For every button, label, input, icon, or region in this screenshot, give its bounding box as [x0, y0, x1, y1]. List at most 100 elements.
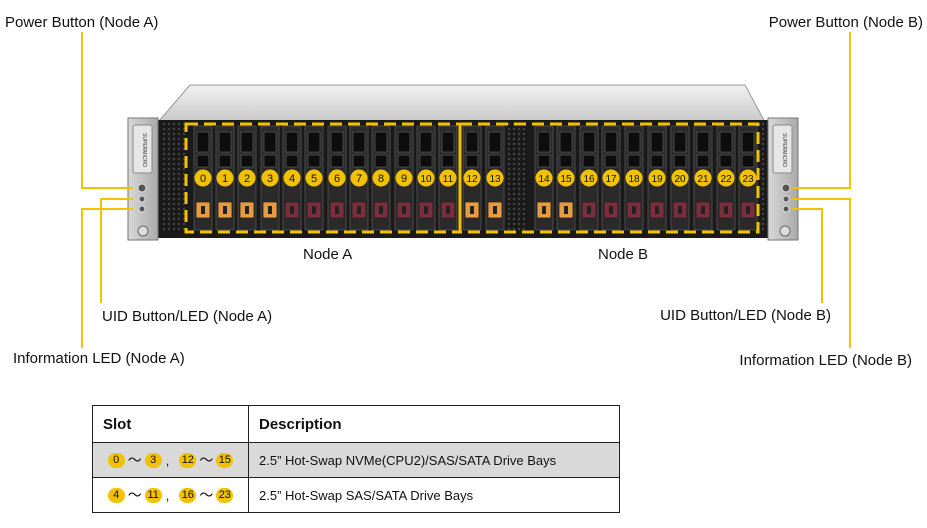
- leader-power-a: [81, 32, 133, 189]
- description-cell: 2.5” Hot-Swap NVMe(CPU2)/SAS/SATA Drive …: [248, 442, 620, 478]
- bay-number-badge: [194, 169, 212, 187]
- leader-uid-b: [792, 208, 823, 303]
- node-b-label: Node B: [598, 246, 649, 263]
- slot-badge: 16: [179, 487, 197, 503]
- svg-text:SUPERMICRO: SUPERMICRO: [781, 133, 787, 167]
- slot-cell: 0～3,12～15: [92, 442, 249, 478]
- slot-badge: 0: [107, 452, 125, 468]
- drive-bay: 0: [193, 125, 213, 231]
- slot-badge: 23: [216, 487, 234, 503]
- leader-info-a: [81, 208, 133, 348]
- bay-number-badge: [439, 169, 457, 187]
- bay-number-badge: [216, 169, 234, 187]
- bay-number-badge: [717, 169, 735, 187]
- bay-number-label: 0: [200, 173, 206, 185]
- callout-power-button-node-b: Power Button (Node B): [768, 14, 923, 31]
- bay-number-badge: [305, 169, 323, 187]
- table-row: 0～3,12～15 2.5” Hot-Swap NVMe(CPU2)/SAS/S…: [92, 442, 620, 478]
- drive-bay: 16: [579, 125, 599, 231]
- rack-ear-left: SUPERMICRO: [127, 117, 159, 241]
- drive-bay: 11: [438, 125, 458, 231]
- table-row: 4～11,16～23 2.5” Hot-Swap SAS/SATA Drive …: [92, 477, 620, 513]
- bay-number-badge: [602, 169, 620, 187]
- leader-uid-a: [100, 198, 133, 303]
- bay-number-label: 5: [311, 173, 317, 185]
- slot-badge: 12: [179, 452, 197, 468]
- bay-number-badge: [535, 169, 553, 187]
- description-cell: 2.5” Hot-Swap SAS/SATA Drive Bays: [248, 477, 620, 513]
- bay-number-label: 1: [222, 173, 228, 185]
- bay-number-badge: [625, 169, 643, 187]
- slot-cell: 4～11,16～23: [92, 477, 249, 513]
- range-tilde: ～: [127, 452, 142, 468]
- callout-power-button-node-a: Power Button (Node A): [5, 14, 159, 31]
- drive-bay: 5: [304, 125, 324, 231]
- bay-number-badge: [261, 169, 279, 187]
- range-tilde: ～: [199, 487, 214, 503]
- table-header-row: Slot Description: [92, 405, 620, 443]
- bay-number-label: 8: [378, 173, 384, 185]
- drive-bay: 13: [485, 125, 505, 231]
- drive-bay: 19: [647, 125, 667, 231]
- bay-number-badge: [372, 169, 390, 187]
- header-slot: Slot: [92, 405, 249, 443]
- bay-number-label: 4: [289, 173, 295, 185]
- bay-number-label: 11: [443, 174, 454, 185]
- bay-number-label: 19: [651, 174, 663, 185]
- leader-power-b: [792, 32, 851, 189]
- bay-number-label: 18: [628, 174, 640, 185]
- range-separator: ,: [165, 487, 170, 503]
- drive-bay: 10: [416, 125, 436, 231]
- drive-bay: 20: [670, 125, 690, 231]
- bay-number-label: 15: [560, 174, 572, 185]
- bay-number-badge: [350, 169, 368, 187]
- bay-number-badge: [671, 169, 689, 187]
- vent-grille-right: [761, 122, 765, 231]
- bay-number-badge: [328, 169, 346, 187]
- bay-number-label: 12: [466, 174, 478, 185]
- drive-bay: 8: [371, 125, 391, 231]
- bay-number-label: 7: [356, 173, 362, 185]
- bay-number-label: 21: [697, 174, 709, 185]
- drive-bay: 9: [394, 125, 414, 231]
- bay-number-badge: [694, 169, 712, 187]
- callout-uid-node-b: UID Button/LED (Node B): [660, 307, 831, 324]
- bay-number-label: 20: [674, 174, 686, 185]
- bay-number-label: 6: [334, 173, 340, 185]
- bay-number-badge: [739, 169, 757, 187]
- bay-number-badge: [648, 169, 666, 187]
- header-description: Description: [248, 405, 620, 443]
- bay-number-label: 23: [742, 174, 754, 185]
- bay-number-label: 9: [401, 173, 407, 185]
- drive-bay: 7: [349, 125, 369, 231]
- bay-number-badge: [395, 169, 413, 187]
- callout-info-led-node-b: Information LED (Node B): [739, 352, 912, 369]
- vent-grille-left: [162, 122, 186, 231]
- bay-number-label: 3: [267, 173, 273, 185]
- slot-badge: 15: [216, 452, 234, 468]
- vent-grille-middle: [507, 122, 526, 231]
- bay-number-badge: [417, 169, 435, 187]
- drive-bay: 6: [327, 125, 347, 231]
- leader-info-b: [792, 198, 851, 348]
- drive-bay: 23: [738, 125, 758, 231]
- node-b-outline: [458, 122, 760, 234]
- bay-number-badge: [283, 169, 301, 187]
- range-tilde: ～: [199, 452, 214, 468]
- drive-bay: 21: [693, 125, 713, 231]
- bay-number-label: 16: [583, 174, 595, 185]
- drive-bay: 22: [716, 125, 736, 231]
- bay-number-badge: [580, 169, 598, 187]
- callout-uid-node-a: UID Button/LED (Node A): [102, 308, 273, 325]
- slot-badge: 11: [144, 487, 162, 503]
- drive-bay: 4: [282, 125, 302, 231]
- svg-text:SUPERMICRO: SUPERMICRO: [141, 133, 147, 167]
- bay-number-label: 13: [489, 174, 501, 185]
- bay-number-badge: [238, 169, 256, 187]
- bay-number-label: 10: [420, 174, 432, 185]
- drive-bay: 12: [462, 125, 482, 231]
- bay-number-label: 22: [720, 174, 732, 185]
